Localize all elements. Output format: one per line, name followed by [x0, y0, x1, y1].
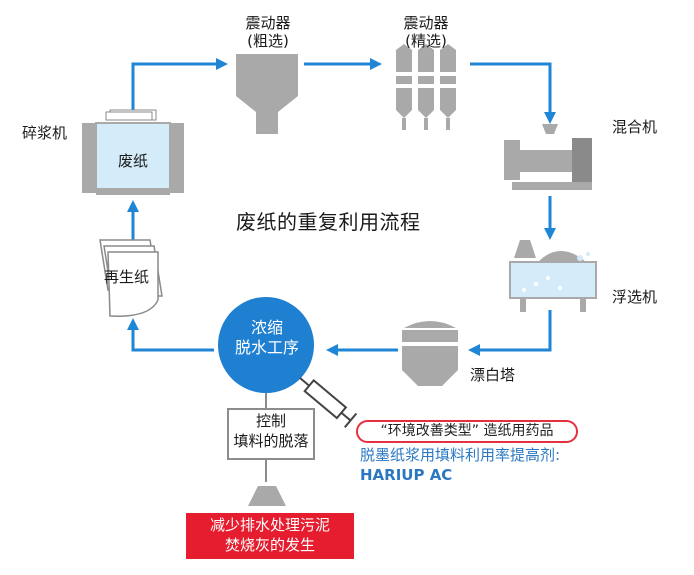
vibrator-coarse-label: 震动器 (粗选) [238, 14, 298, 50]
recycled-paper-label: 再生纸 [104, 268, 150, 286]
vibrator-fine-line1: 震动器 [403, 14, 449, 32]
chemical-type-tag: “环境改善类型” 造纸用药品 [356, 420, 578, 443]
chemical-note: 脱墨纸浆用填料利用率提高剂: HARIUP AC [360, 446, 560, 485]
pulper-machine [82, 109, 184, 195]
dewater-circle [218, 297, 314, 393]
control-line1: 控制 [255, 412, 286, 430]
sludge-pile-icon [248, 486, 286, 506]
vibrator-fine-line2: (精选) [405, 32, 447, 50]
arrow-flotation-to-bleach [468, 310, 552, 356]
flow-arrows [127, 58, 556, 356]
chemical-product-name: HARIUP AC [360, 465, 453, 484]
dewater-line1: 浓缩 [250, 318, 283, 337]
vibrator-coarse-machine [236, 54, 298, 134]
reduce-line2: 焚烧灰的发生 [224, 535, 315, 554]
dewater-label: 浓缩 脱水工序 [213, 318, 321, 358]
bleach-tower-label: 漂白塔 [470, 366, 516, 384]
dewater-line2: 脱水工序 [234, 338, 299, 357]
pulper-label: 碎浆机 [22, 124, 68, 142]
flotation-machine [509, 240, 597, 312]
reduce-sludge-box: 减少排水处理污泥 焚烧灰的发生 [186, 513, 354, 559]
diagram-title: 废纸的重复利用流程 [236, 210, 421, 234]
reduce-line1: 减少排水处理污泥 [209, 516, 330, 534]
vibrator-fine-label: 震动器 (精选) [396, 14, 456, 50]
bleach-tower-machine [402, 321, 458, 386]
control-line2: 填料的脱落 [233, 431, 309, 450]
arrow-dewater-to-paper [127, 318, 214, 352]
arrow-fine-to-mixer [470, 62, 556, 124]
vibrator-fine-machine [396, 44, 456, 130]
mixer-label: 混合机 [612, 118, 658, 136]
control-box: 控制 填料的脱落 [227, 408, 315, 460]
vibrator-coarse-line2: (粗选) [247, 32, 289, 50]
waste-paper-label: 废纸 [118, 152, 149, 170]
mixer-machine [504, 124, 592, 190]
recycled-paper-stack [99, 239, 163, 317]
flotation-label: 浮选机 [612, 288, 658, 306]
chemical-note-line1: 脱墨纸浆用填料利用率提高剂: [360, 446, 561, 464]
arrow-pulper-to-coarse [131, 58, 228, 110]
syringe-icon [299, 377, 358, 428]
vibrator-coarse-line1: 震动器 [245, 14, 291, 32]
